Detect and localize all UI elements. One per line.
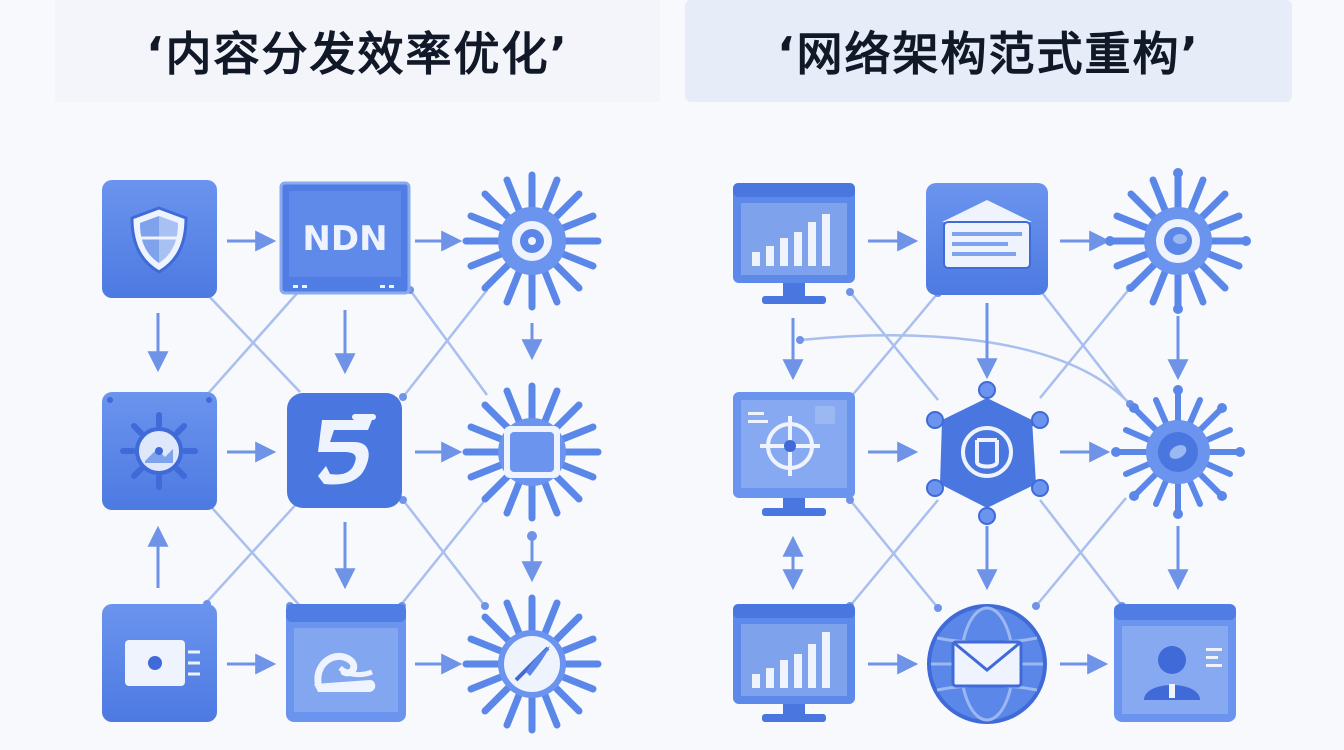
- right-arrows: [782, 230, 1189, 675]
- swirl-icon: [314, 652, 376, 692]
- user-icon: [1144, 646, 1200, 700]
- bar-chart-icon: [752, 214, 830, 266]
- left-arrows: [147, 230, 543, 675]
- sun-node-bottom: [466, 598, 598, 730]
- left-panel-title: ‘内容分发效率优化’: [55, 0, 660, 102]
- monitor-chart-bottom: [733, 604, 855, 722]
- database-icon: [961, 426, 1013, 478]
- shield-tile: [102, 180, 217, 298]
- shield-icon: [130, 206, 188, 274]
- gear-tile: [102, 392, 217, 510]
- card-icon: [942, 200, 1032, 269]
- sun-node-middle: [466, 386, 598, 518]
- monitor-chart-top: [733, 183, 855, 304]
- sun-node-top: [466, 175, 598, 307]
- swirl-window: [286, 604, 406, 722]
- flow-symbol-icon: [318, 414, 376, 485]
- right-connections: [799, 287, 1131, 609]
- envelope-icon: [951, 640, 1023, 688]
- left-connections: [204, 289, 489, 607]
- card-tile: [926, 183, 1048, 295]
- ndn-monitor: NDN: [279, 181, 411, 295]
- sun-node-right-middle: [1111, 385, 1245, 519]
- chip-icon: [125, 640, 200, 686]
- hub-node: [926, 381, 1049, 525]
- profile-window: [1114, 604, 1236, 722]
- sun-node-right-top: [1105, 168, 1251, 314]
- right-panel-title: ‘网络架构范式重构’: [685, 0, 1292, 102]
- gear-icon: [120, 412, 198, 490]
- bar-chart-icon: [752, 632, 830, 688]
- center-symbol-tile: [287, 393, 402, 508]
- chip-tile: [102, 604, 217, 722]
- monitor-target: [733, 392, 855, 516]
- ndn-label: NDN: [302, 219, 387, 259]
- globe-mail-node: [927, 604, 1047, 724]
